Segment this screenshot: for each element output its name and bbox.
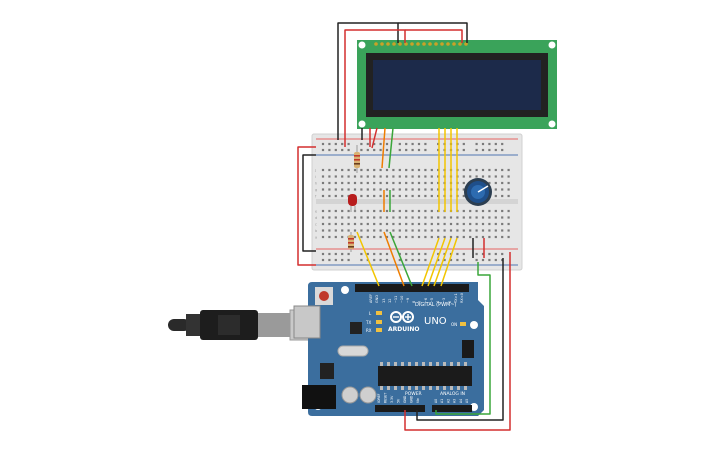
digital-pin-label: ~3 xyxy=(442,298,446,303)
wire-lcd-red-4 xyxy=(371,127,378,149)
power-pin-label: IOREF xyxy=(377,393,381,403)
wire-lcd-green xyxy=(388,127,394,169)
lcd-screen xyxy=(373,60,541,110)
digital-header[interactable] xyxy=(355,284,469,292)
row-letter: d xyxy=(315,216,317,220)
digital-pin-label: 2 xyxy=(448,301,452,303)
digital-pin-label: 13 xyxy=(382,299,386,303)
digital-pin-label: 7 xyxy=(418,301,422,303)
resistor-bottom[interactable] xyxy=(348,232,354,252)
wire-analog-green xyxy=(435,262,491,415)
tx-led-label: TX xyxy=(365,320,371,325)
power-pin-label: RESET xyxy=(384,393,388,403)
digital-pin-label: 8 xyxy=(412,301,416,303)
row-letter: j xyxy=(314,169,316,173)
digital-header-label: DIGITAL (PWM~) xyxy=(415,302,457,308)
rx-led-label: RX xyxy=(366,328,372,333)
reset-button[interactable] xyxy=(315,287,333,305)
wire-lcd-red-1 xyxy=(344,29,406,147)
wire-lcd-black-2 xyxy=(398,22,468,43)
analog-in-label: ANALOG IN xyxy=(440,391,465,397)
wires[interactable] xyxy=(297,22,511,431)
power-pin-label: GND xyxy=(410,395,414,403)
digital-pin-label: 4 xyxy=(436,300,440,303)
wire-lcd-orange xyxy=(381,127,386,169)
wire-5v-red xyxy=(404,252,511,431)
breadboard-holes[interactable] xyxy=(321,142,510,262)
lcd-16x2[interactable] xyxy=(357,40,557,129)
power-pin-label: 3.3V xyxy=(390,395,394,403)
digital-pin-label: ~5 xyxy=(430,298,434,303)
model-label: UNO xyxy=(424,316,447,327)
digital-pin-label: 12 xyxy=(388,299,392,303)
analog-pin-label: A3 xyxy=(453,399,457,403)
power-pin-label: GND xyxy=(403,395,407,403)
digital-pin-label: TX>1 xyxy=(454,293,458,304)
row-letter: b xyxy=(315,229,318,233)
power-jack xyxy=(302,385,336,409)
row-letter: e xyxy=(315,210,317,214)
arduino-uno-board[interactable]: L TX RX ON ARDUINO UNO xyxy=(293,282,484,416)
gnd-label: GND xyxy=(375,295,379,303)
lcd-pin-header[interactable] xyxy=(374,42,468,46)
row-letter: i xyxy=(315,175,316,179)
power-label: POWER xyxy=(405,391,422,397)
analog-pin-label: A1 xyxy=(440,399,444,403)
wire-rail-red-left xyxy=(297,146,316,266)
l-led-label: L xyxy=(369,311,372,316)
analog-pin-label: A2 xyxy=(446,399,450,403)
analog-pin-label: A5 xyxy=(465,399,469,403)
digital-pin-label: ~11 xyxy=(394,296,398,303)
power-pin-label: Vin xyxy=(416,398,420,403)
digital-pin-label: ~10 xyxy=(400,296,404,303)
wire-lcd-black-1 xyxy=(337,22,399,140)
potentiometer-knob[interactable] xyxy=(464,178,492,206)
row-letter: h xyxy=(315,182,317,186)
wire-lcd-red-2 xyxy=(405,29,463,43)
power-pin-label: 5V xyxy=(397,398,401,403)
on-led-label: ON xyxy=(451,322,457,327)
digital-pin-label: ~6 xyxy=(424,298,428,303)
brand-label: ARDUINO xyxy=(388,326,419,333)
row-letter: a xyxy=(315,236,317,240)
aref-label: AREF xyxy=(369,294,373,303)
atmega-chip xyxy=(378,362,472,390)
row-letter: f xyxy=(315,195,317,199)
analog-header[interactable] xyxy=(432,405,472,412)
analog-pin-label: A4 xyxy=(459,399,463,403)
power-header[interactable] xyxy=(375,405,425,412)
resistor-top[interactable] xyxy=(354,145,360,173)
digital-pin-label: RX<0 xyxy=(460,293,464,303)
digital-pin-label: ~9 xyxy=(406,298,410,303)
usb-jack xyxy=(293,305,321,339)
led-red[interactable] xyxy=(348,194,357,212)
row-letter: g xyxy=(315,188,317,192)
wire-gnd-black xyxy=(416,258,504,421)
analog-pin-label: A0 xyxy=(434,399,438,403)
row-letter: c xyxy=(315,223,317,227)
arduino-logo-icon xyxy=(390,311,414,323)
wire-rail-black-left xyxy=(302,154,316,252)
